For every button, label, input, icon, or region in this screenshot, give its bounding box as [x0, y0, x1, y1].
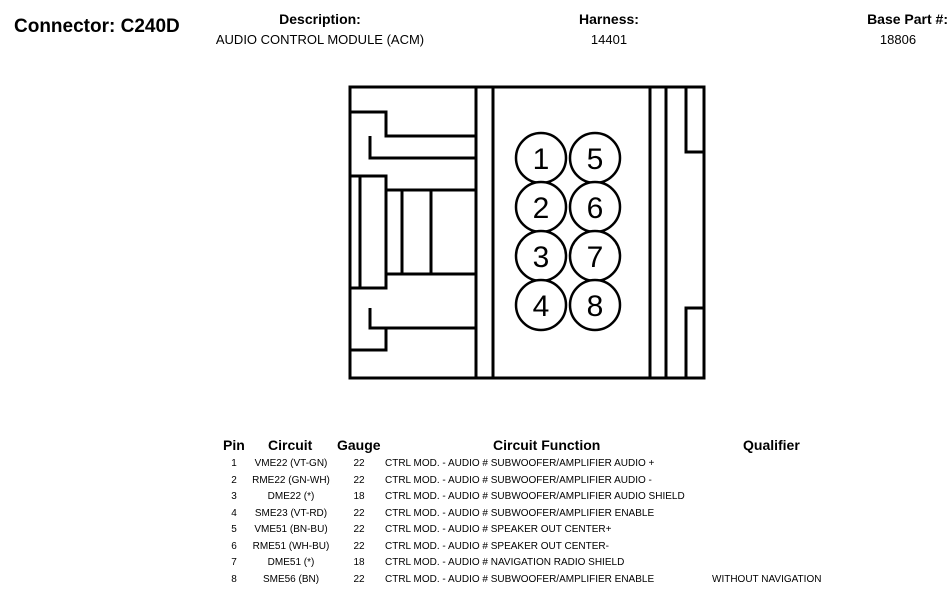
table-cell-function: CTRL MOD. - AUDIO # SUBWOOFER/AMPLIFIER … [385, 507, 655, 519]
col-header-qualifier: Qualifier [743, 437, 800, 453]
table-cell-pin: 5 [231, 524, 237, 535]
pin-number-2: 2 [533, 192, 550, 225]
table-cell-pin: 6 [231, 540, 237, 552]
table-cell-circuit: SME56 (BN) [262, 573, 320, 585]
bottom-latch [350, 328, 388, 352]
table-cell-pin: 1 [231, 458, 237, 469]
table-cell-gauge: 22 [353, 573, 365, 585]
pin-cavities: 1 2 3 4 5 6 7 8 [514, 131, 622, 332]
top-latch-inner [368, 136, 476, 160]
table-cell-gauge: 18 [353, 557, 365, 568]
table-cell-pin: 2 [231, 474, 237, 486]
right-key-top [684, 87, 704, 154]
right-key-bottom [684, 306, 704, 378]
top-latch [350, 110, 476, 138]
table-cell-function: CTRL MOD. - AUDIO # NAVIGATION RADIO SHI… [385, 557, 625, 568]
pin-cavity-8 [568, 278, 622, 332]
description-label: Description: [279, 11, 361, 27]
pin-number-8: 8 [587, 290, 604, 323]
col-header-gauge: Gauge [337, 437, 381, 453]
description-value: AUDIO CONTROL MODULE (ACM) [215, 32, 425, 47]
table-cell-qualifier: WITHOUT NAVIGATION [712, 573, 822, 585]
pin-number-7: 7 [587, 241, 604, 274]
table-cell-circuit: DME22 (*) [267, 491, 315, 502]
table-cell-pin: 3 [231, 491, 237, 502]
table-cell-circuit: RME51 (WH-BU) [252, 540, 330, 552]
table-cell-gauge: 22 [353, 507, 365, 519]
base-part-label: Base Part #: [867, 11, 948, 27]
harness-label: Harness: [579, 11, 639, 27]
harness-value: 14401 [590, 32, 628, 47]
table-cell-gauge: 22 [353, 458, 365, 469]
lock-top [350, 174, 476, 192]
table-cell-pin: 4 [231, 507, 237, 519]
table-cell-gauge: 22 [353, 524, 365, 535]
table-cell-circuit: DME51 (*) [267, 557, 315, 568]
pin-number-5: 5 [587, 143, 604, 176]
table-cell-circuit: SME23 (VT-RD) [254, 507, 328, 519]
table-cell-function: CTRL MOD. - AUDIO # SUBWOOFER/AMPLIFIER … [385, 474, 652, 486]
table-cell-function: CTRL MOD. - AUDIO # SPEAKER OUT CENTER+ [385, 524, 612, 535]
pin-cavity-4 [514, 278, 568, 332]
table-cell-circuit: VME51 (BN-BU) [254, 524, 328, 535]
col-header-circuit: Circuit [268, 437, 313, 453]
connector-face-diagram: 1 2 3 4 5 6 7 8 [348, 85, 706, 380]
table-cell-circuit: RME22 (GN-WH) [252, 474, 330, 486]
table-cell-function: CTRL MOD. - AUDIO # SUBWOOFER/AMPLIFIER … [385, 573, 655, 585]
table-cell-function: CTRL MOD. - AUDIO # SUBWOOFER/AMPLIFIER … [385, 458, 655, 469]
pin-number-1: 1 [533, 143, 550, 176]
base-part-value: 18806 [879, 32, 917, 47]
table-cell-function: CTRL MOD. - AUDIO # SUBWOOFER/AMPLIFIER … [385, 491, 685, 502]
col-header-function: Circuit Function [493, 437, 601, 453]
table-cell-gauge: 18 [353, 491, 365, 502]
col-header-pin: Pin [223, 437, 245, 453]
table-cell-circuit: VME22 (VT-GN) [254, 458, 328, 469]
bottom-latch-inner [368, 308, 476, 330]
pin-number-4: 4 [533, 290, 550, 323]
pin-number-6: 6 [587, 192, 604, 225]
table-cell-gauge: 22 [353, 540, 365, 552]
table-cell-pin: 8 [231, 573, 237, 585]
table-cell-pin: 7 [231, 557, 237, 568]
connector-title: Connector: C240D [14, 16, 180, 37]
table-cell-function: CTRL MOD. - AUDIO # SPEAKER OUT CENTER- [385, 540, 609, 552]
pin-number-3: 3 [533, 241, 550, 274]
table-cell-gauge: 22 [353, 474, 365, 486]
lock-bottom [350, 274, 388, 290]
